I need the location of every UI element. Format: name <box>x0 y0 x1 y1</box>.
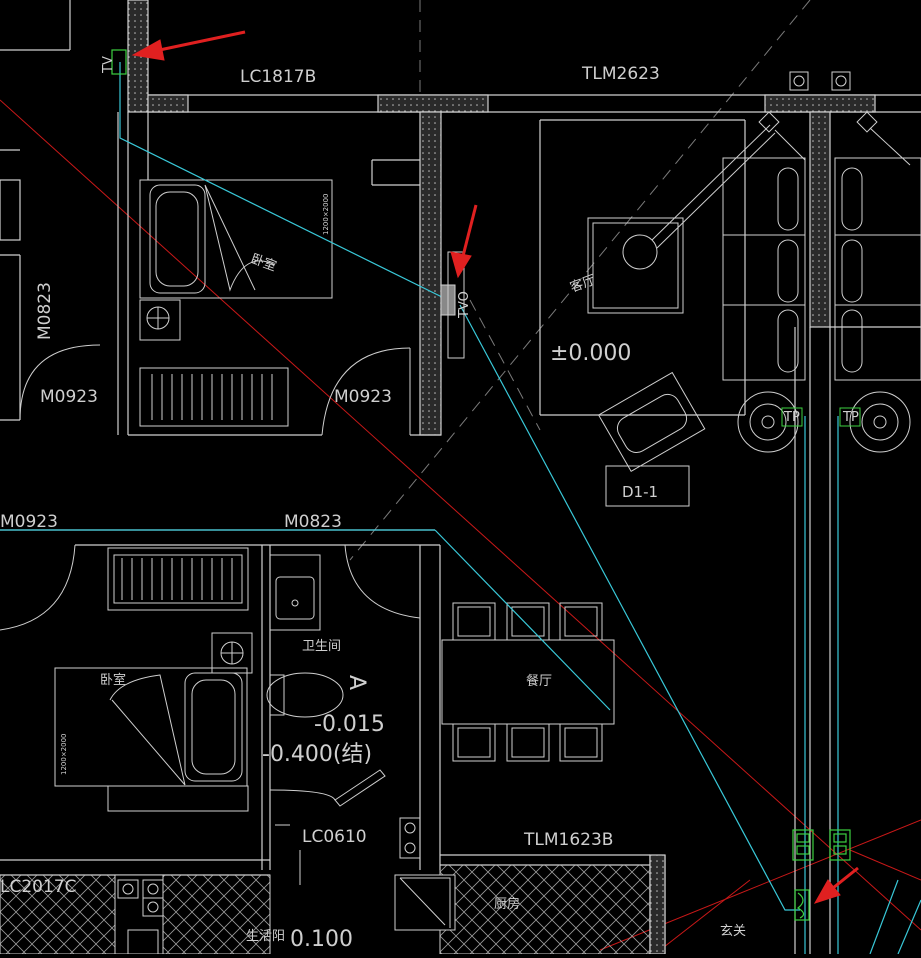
label-d1: D1-1 <box>622 483 658 501</box>
tv-outlet-top: TV <box>101 49 127 75</box>
label-bedroom-2: 卧室 <box>100 672 126 688</box>
tv-outlet-mid: TVO <box>440 251 472 359</box>
label-elevation-bath: -0.015 <box>314 712 385 737</box>
label-kitchen: 厨房 <box>494 896 520 912</box>
label-door-top: TLM2623 <box>581 64 660 84</box>
label-entry: 玄关 <box>720 924 746 939</box>
label-dining: 餐厅 <box>526 673 552 689</box>
living-room-furniture <box>587 111 921 507</box>
bathroom-fixtures <box>266 554 421 885</box>
cyan-wiring <box>0 62 921 955</box>
label-bed-size-1: 1200×2000 <box>322 194 330 236</box>
dining-furniture <box>441 602 615 762</box>
svg-text:TV: TV <box>101 56 116 74</box>
label-door-m0923-far: M0923 <box>0 512 58 532</box>
upper-bedroom-furniture <box>0 179 421 631</box>
label-elevation-0: ±0.000 <box>550 341 631 366</box>
label-door-m0923-left: M0923 <box>40 387 98 407</box>
tp-outlets: TP TP <box>781 407 861 427</box>
label-door-kitchen: TLM1623B <box>523 830 613 850</box>
label-elevation-struct: -0.400(结) <box>262 742 372 767</box>
label-bathroom: 卫生间 <box>302 639 341 654</box>
label-window-bottom-left: LC2017C <box>0 877 76 897</box>
label-door-m0823-left: M0823 <box>35 282 55 340</box>
dashed-axis-lines <box>349 0 811 561</box>
svg-text:TVO: TVO <box>457 291 472 319</box>
distribution-boxes <box>792 829 851 921</box>
label-window-bath: LC0610 <box>302 827 367 847</box>
label-balcony: 生活阳 <box>246 929 285 944</box>
d1-tag-box <box>605 465 690 507</box>
label-bed-size-2: 1200×2000 <box>60 734 68 776</box>
svg-text:TP: TP <box>783 410 800 425</box>
label-bath-tag: A <box>344 675 369 690</box>
plan-labels: LC1817B TLM2623 M0823 M0923 M0923 M0923 … <box>0 64 746 952</box>
label-window-top: LC1817B <box>240 67 316 87</box>
lower-bedroom-furniture <box>54 547 253 812</box>
svg-text:TP: TP <box>842 410 859 425</box>
column-symbols <box>789 71 851 91</box>
label-door-m0923-mid: M0923 <box>334 387 392 407</box>
label-door-m0823-mid: M0823 <box>284 512 342 532</box>
label-bedroom-1: 卧室 <box>249 251 279 275</box>
label-elevation-bottom: 0.100 <box>290 927 353 952</box>
hatched-balcony <box>0 864 651 955</box>
red-arrows <box>131 30 859 904</box>
